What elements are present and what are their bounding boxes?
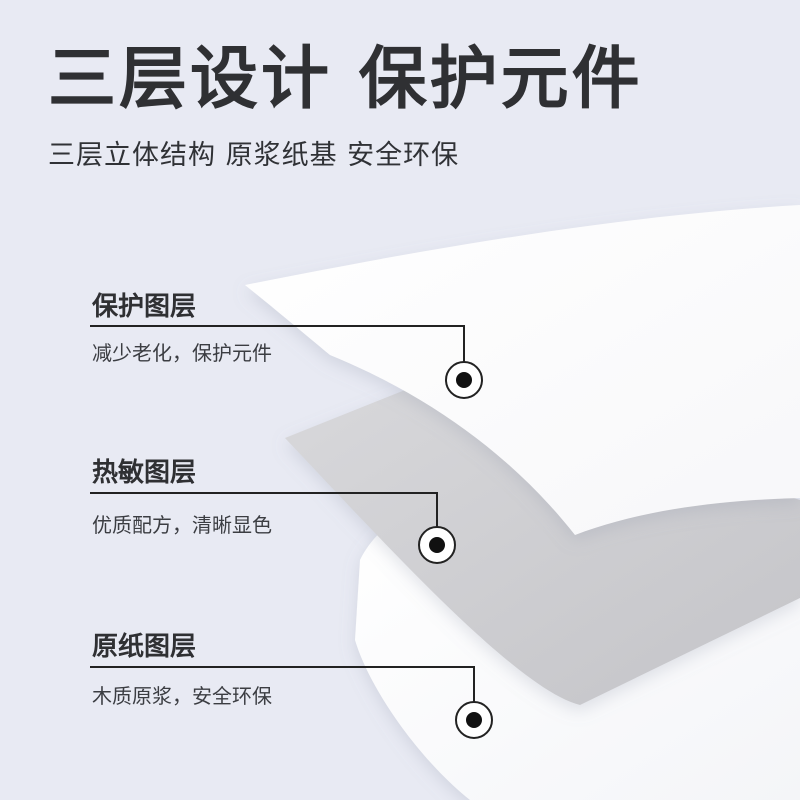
protective-layer-pointer-line <box>90 325 465 362</box>
base-paper-layer-marker-icon <box>455 701 493 739</box>
thermal-layer-pointer-line <box>90 492 438 527</box>
protective-layer-desc: 减少老化，保护元件 <box>92 341 272 365</box>
base-paper-layer-pointer-line <box>90 666 475 702</box>
thermal-layer-title: 热敏图层 <box>92 458 197 488</box>
protective-layer-title: 保护图层 <box>92 292 197 322</box>
protective-layer-sheet <box>245 205 800 535</box>
thermal-layer-marker-icon <box>418 526 456 564</box>
page-subtitle: 三层立体结构 原浆纸基 安全环保 <box>48 140 460 171</box>
base-paper-layer-desc: 木质原浆，安全环保 <box>92 684 272 708</box>
base-paper-layer-title: 原纸图层 <box>92 632 197 662</box>
thermal-layer-desc: 优质配方，清晰显色 <box>92 513 272 537</box>
page-title: 三层设计 保护元件 <box>48 40 643 119</box>
protective-layer-marker-icon <box>445 361 483 399</box>
